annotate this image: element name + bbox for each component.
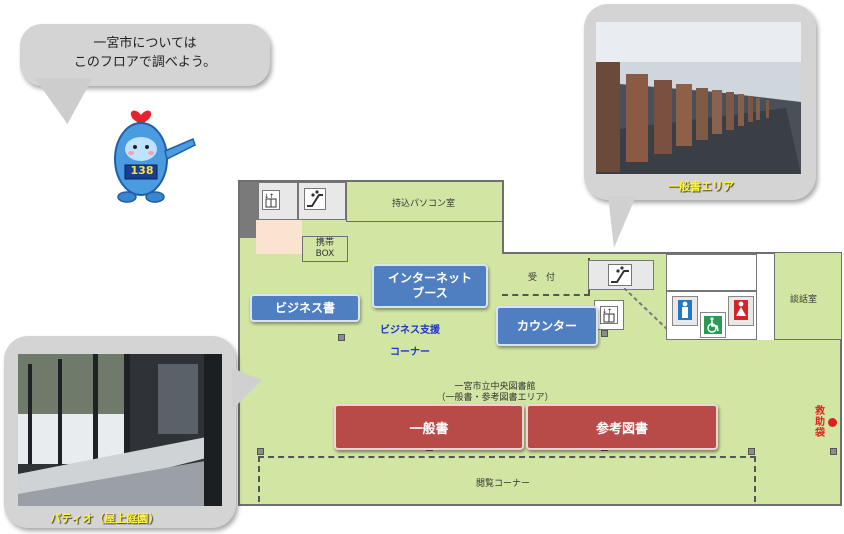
- patio-bubble-tail: [232, 368, 262, 410]
- mascot-icon: [114, 110, 196, 203]
- svg-text:↓↑: ↓↑: [264, 193, 274, 200]
- svg-text:↓↑: ↓↑: [602, 308, 612, 315]
- male-restroom-icon: [678, 300, 692, 320]
- laptop-room-label: 持込パソコン室: [392, 199, 456, 209]
- restroom-wall: [666, 290, 776, 292]
- female-restroom-icon: [734, 300, 748, 320]
- patio-photo: [18, 354, 222, 506]
- general-books-button[interactable]: 一般書: [334, 404, 524, 450]
- locker-label: 携帯 BOX: [315, 238, 335, 259]
- corridor: [256, 220, 302, 254]
- wall-segment: [240, 182, 258, 238]
- reading-corner-label: 閲覧コーナー: [476, 479, 531, 489]
- elevator-icon: ↓↑: [262, 190, 280, 210]
- pillar: [601, 330, 608, 337]
- restroom-divider: [756, 254, 776, 340]
- general-area-bubble-tail: [608, 196, 636, 248]
- mobile-locker: [302, 236, 348, 262]
- reading-corner-area: [258, 456, 756, 502]
- reference-books-button[interactable]: 参考図書: [526, 404, 718, 450]
- laptop-room: [346, 180, 504, 222]
- pillar: [830, 448, 837, 455]
- mascot-number: 138: [130, 164, 154, 177]
- pillar: [748, 448, 755, 455]
- door-line: [624, 288, 671, 333]
- general-area-caption: 一般書エリア: [668, 180, 734, 193]
- counter-button[interactable]: カウンター: [496, 306, 598, 346]
- wheelchair-icon: [704, 316, 722, 334]
- escalator-icon: [304, 188, 326, 210]
- first-aid-marker: [828, 418, 837, 427]
- general-area-photo: [596, 22, 801, 174]
- speech-text: 一宮市については このフロアで調べよう。: [20, 34, 270, 72]
- first-aid-label: 救 助 袋: [815, 406, 825, 439]
- meeting-room-label: 談話室: [790, 295, 818, 305]
- reception-label: 受 付: [528, 273, 556, 283]
- speech-bubble: [20, 24, 270, 86]
- patio-caption: パティオ（屋上庭園）: [50, 512, 160, 525]
- pillar: [257, 448, 264, 455]
- library-name: 一宮市立中央図書館 （一般書・参考図書エリア）: [436, 382, 554, 403]
- meeting-room: [774, 252, 842, 340]
- business-books-button[interactable]: ビジネス書: [250, 294, 360, 322]
- business-support-label: ビジネス支援 コーナー: [380, 325, 440, 358]
- escalator-icon: [608, 264, 632, 286]
- speech-line-2: このフロアで調べよう。: [73, 55, 217, 70]
- mascot: 138: [105, 103, 200, 203]
- internet-booth-button[interactable]: インターネット ブース: [372, 264, 488, 308]
- pillar: [338, 334, 345, 341]
- speech-line-1: 一宮市については: [93, 36, 197, 51]
- elevator-icon: ↓↑: [600, 306, 618, 324]
